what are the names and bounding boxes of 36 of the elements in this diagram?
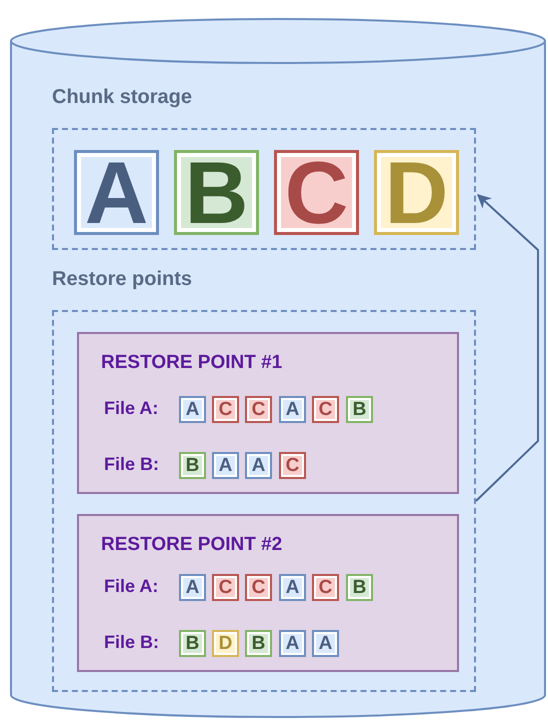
restore-point-box — [77, 514, 459, 672]
chunk-tile: A — [279, 574, 306, 601]
restore-point-box — [77, 332, 459, 494]
chunk-tile: D — [212, 630, 239, 657]
chunk-tile: A — [212, 452, 239, 479]
section-heading: Restore points — [52, 268, 192, 291]
section-heading: Chunk storage — [52, 86, 192, 109]
chunk-tile: C — [312, 396, 339, 423]
chunk-tile: B — [346, 574, 373, 601]
chunk-tile: A — [312, 630, 339, 657]
restore-point-title: RESTORE POINT #1 — [101, 352, 282, 374]
chunk-tile: B — [174, 150, 259, 235]
chunk-tile: C — [212, 396, 239, 423]
chunk-tile: A — [279, 396, 306, 423]
chunk-tile: D — [374, 150, 459, 235]
chunk-tile: C — [212, 574, 239, 601]
chunk-tile: B — [179, 452, 206, 479]
chunk-tile: B — [346, 396, 373, 423]
chunk-tile: C — [245, 396, 272, 423]
chunk-tile: A — [74, 150, 159, 235]
chunk-tile: C — [274, 150, 359, 235]
chunk-tile: A — [179, 396, 206, 423]
chunk-tile: C — [245, 574, 272, 601]
restore-point-title: RESTORE POINT #2 — [101, 534, 282, 556]
arrow — [475, 194, 539, 502]
file-label: File A: — [104, 576, 158, 597]
chunk-tile: C — [279, 452, 306, 479]
chunk-tile: C — [312, 574, 339, 601]
chunk-tile: B — [245, 630, 272, 657]
file-label: File A: — [104, 398, 158, 419]
chunk-tile: A — [279, 630, 306, 657]
chunk-tile: A — [245, 452, 272, 479]
chunk-tile: B — [179, 630, 206, 657]
file-label: File B: — [104, 632, 160, 653]
file-label: File B: — [104, 454, 160, 475]
chunk-tile: A — [179, 574, 206, 601]
